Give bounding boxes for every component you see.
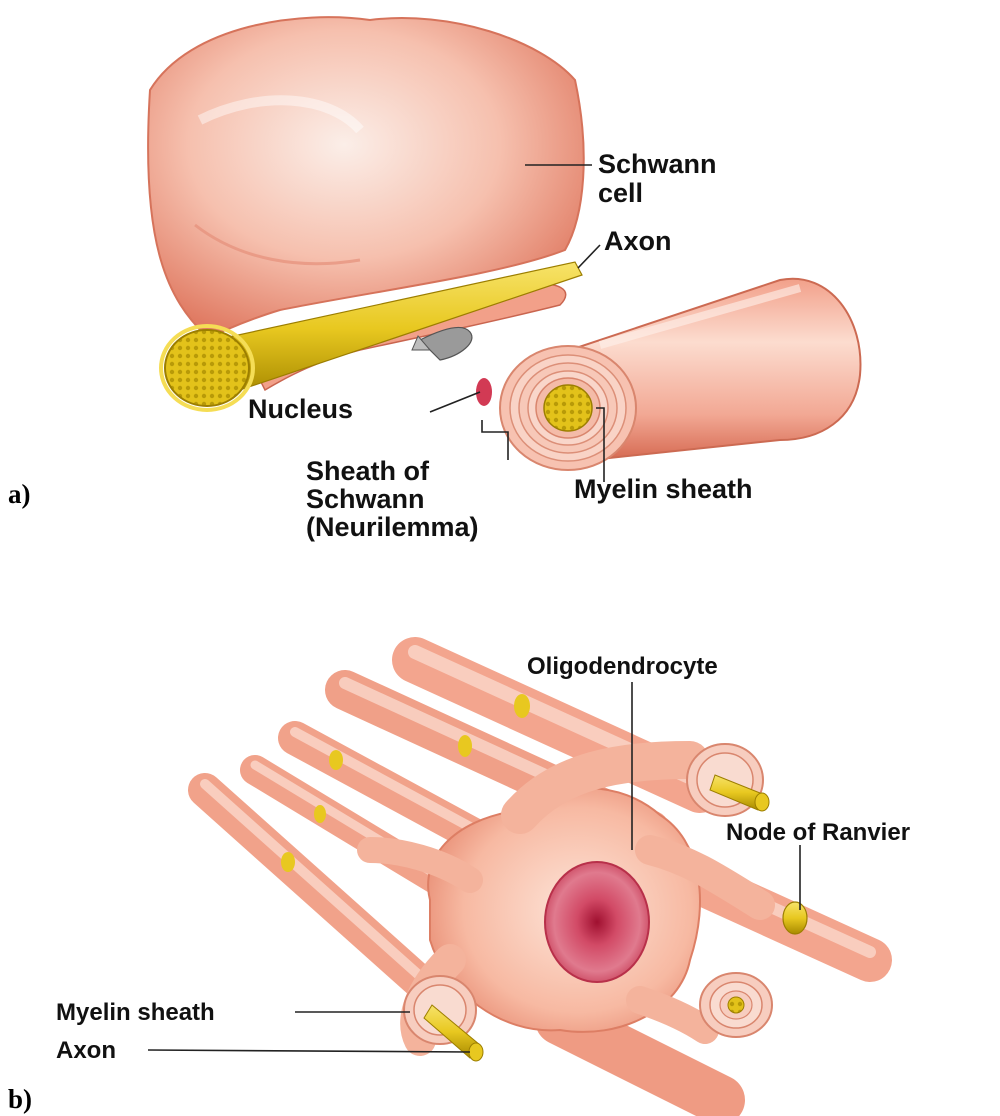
label-myelin-sheath-b: Myelin sheath (56, 999, 215, 1026)
label-axon-a: Axon (604, 226, 672, 256)
axon-a-cross-section (165, 330, 249, 406)
myelin-rings-top-right (687, 744, 769, 816)
label-myelin-sheath-a: Myelin sheath (574, 474, 753, 504)
label-oligodendrocyte: Oligodendrocyte (527, 653, 718, 680)
oligodendrocyte-nucleus (545, 862, 649, 982)
label-axon-b: Axon (56, 1037, 116, 1064)
label-schwann-cell-line1: Schwann (598, 149, 717, 179)
label-sheath-line2: Schwann (306, 484, 425, 514)
label-sheath-line3: (Neurilemma) (306, 512, 479, 542)
panel-letter-a: a) (8, 479, 31, 509)
label-sheath-line1: Sheath of (306, 456, 430, 486)
label-nucleus: Nucleus (248, 394, 353, 424)
leader-axon-a (578, 245, 600, 268)
panel-a: Schwann cell Axon Nucleus Sheath of Schw… (8, 17, 860, 542)
myelin-rings-bottom-right (700, 973, 772, 1037)
panel-b: Oligodendrocyte Node of Ranvier Myelin s… (8, 652, 910, 1114)
node-of-ranvier-b (783, 902, 807, 934)
label-schwann-cell-line2: cell (598, 178, 643, 208)
panel-letter-b: b) (8, 1084, 32, 1114)
label-node-of-ranvier: Node of Ranvier (726, 819, 910, 846)
leader-nucleus (430, 392, 480, 412)
myelin-rings-a (500, 346, 636, 470)
